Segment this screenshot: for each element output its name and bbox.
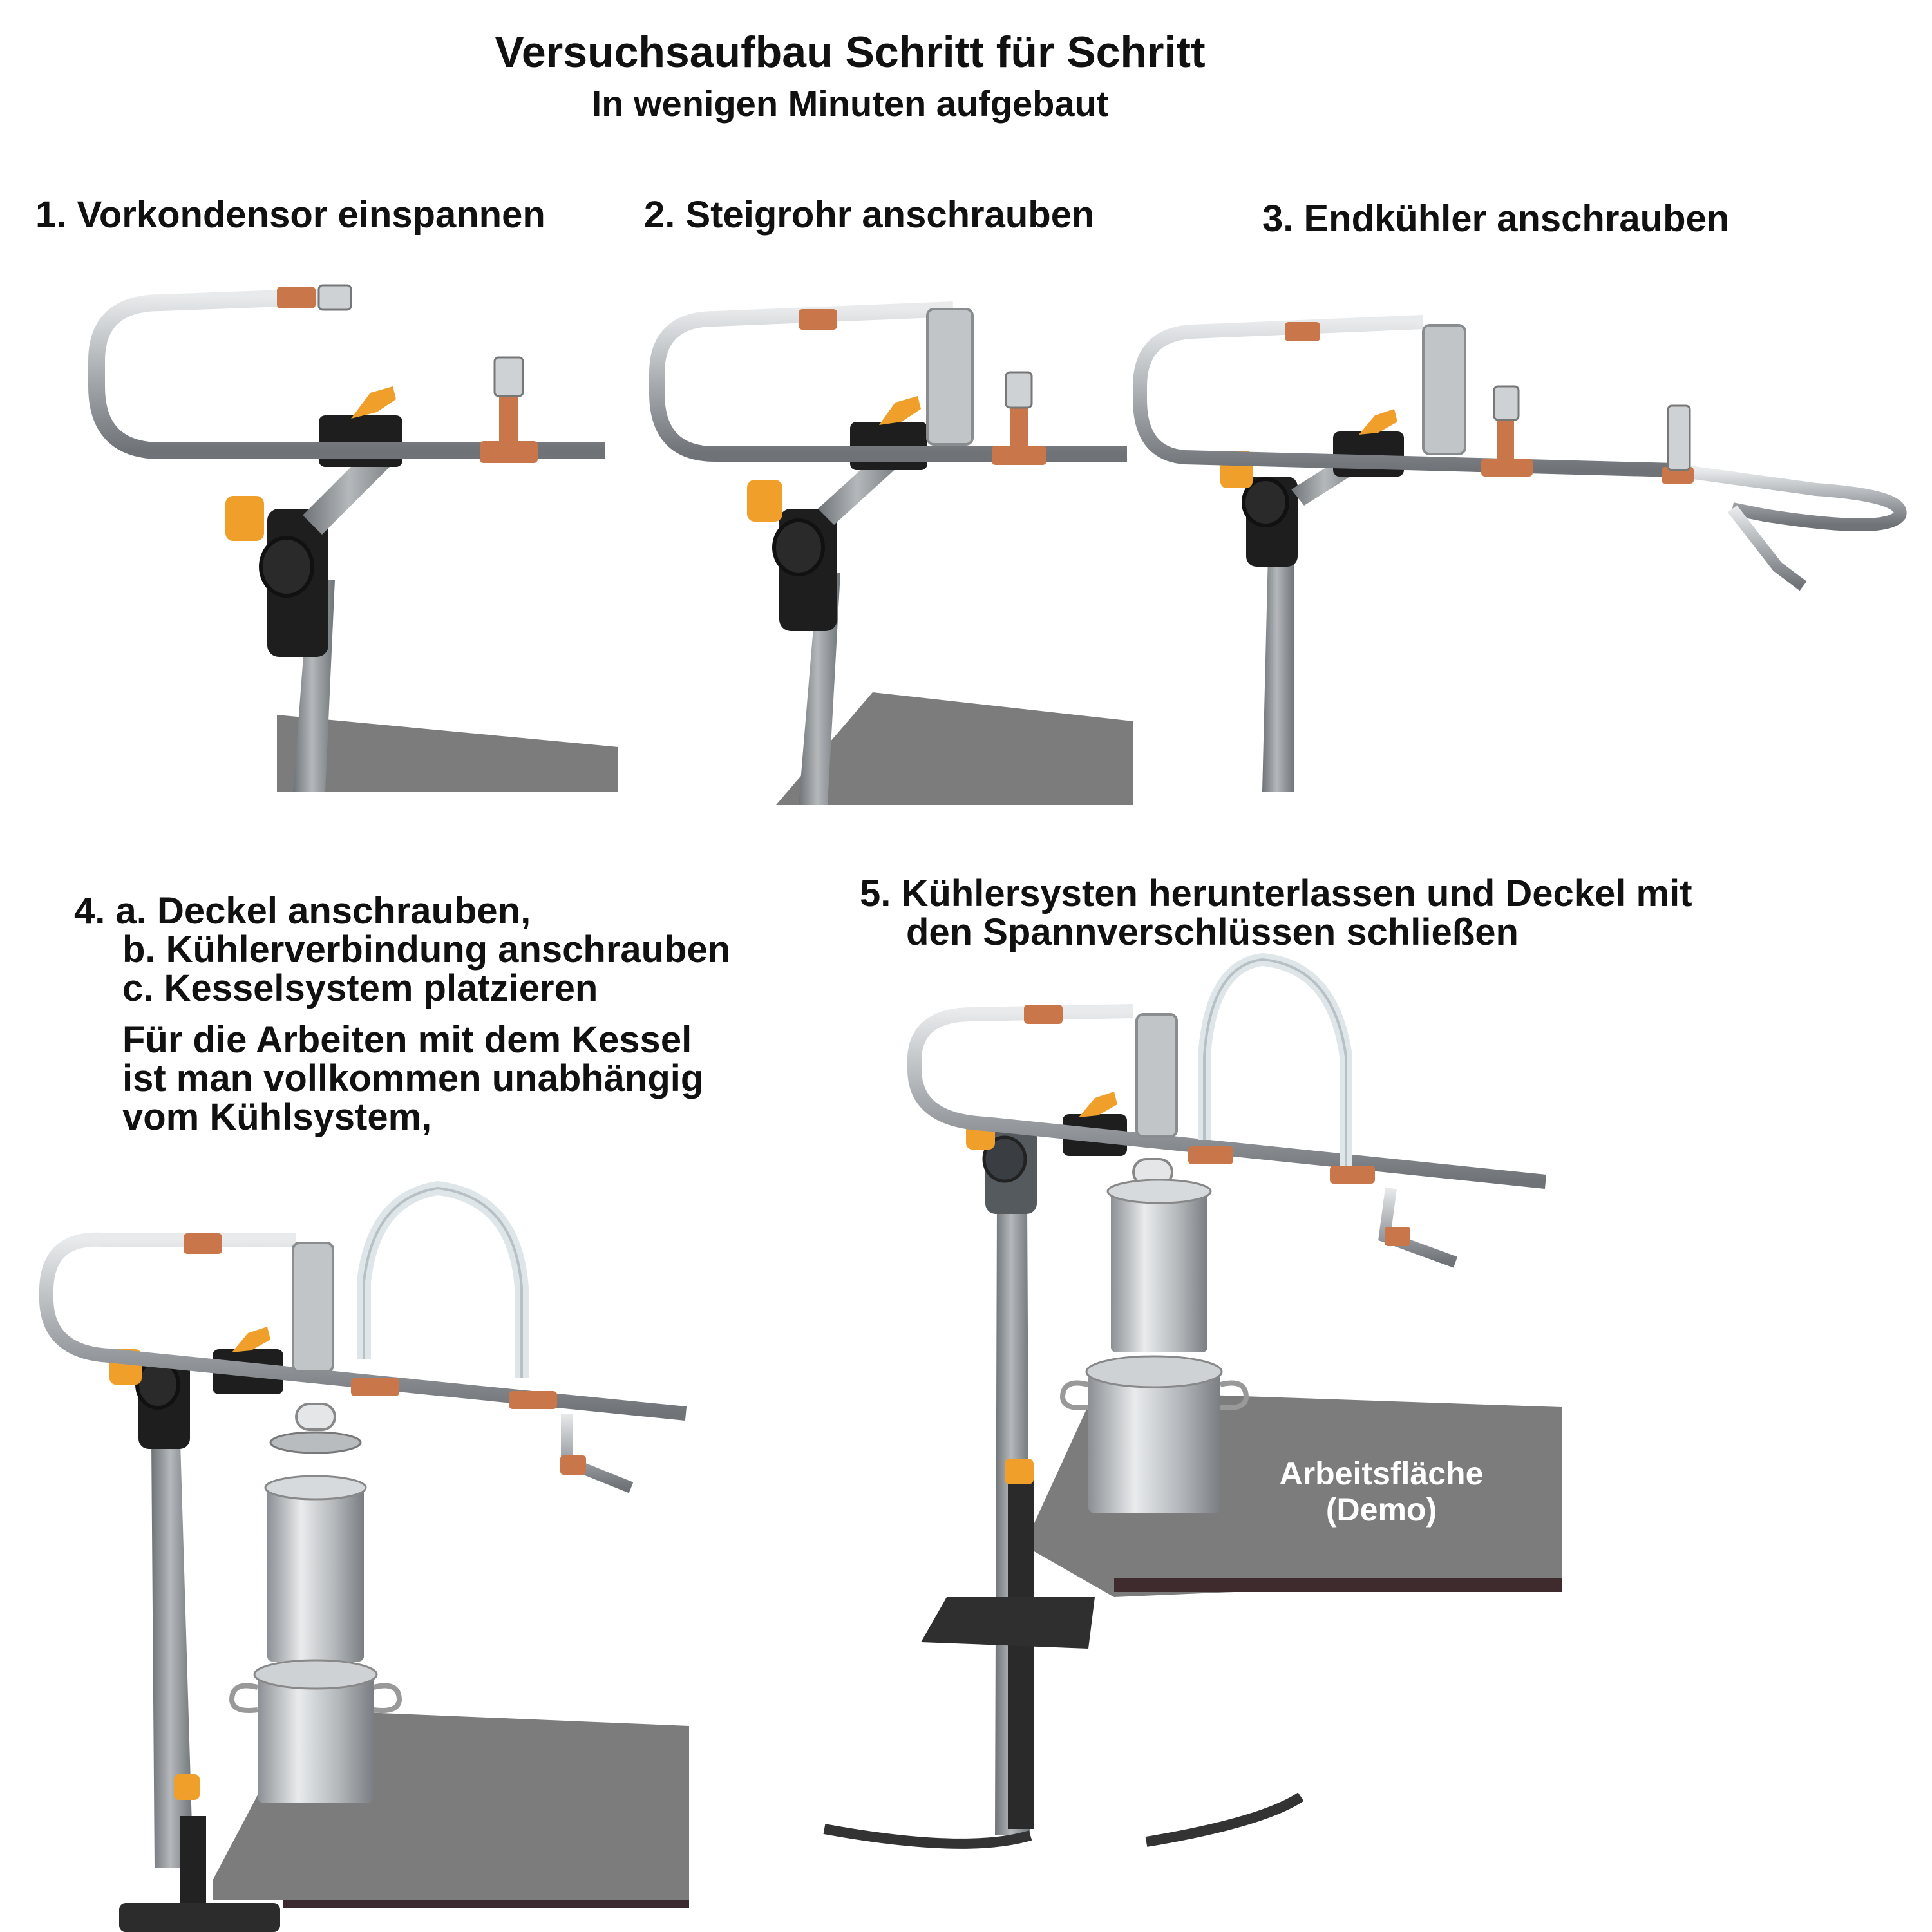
- copper-fitting: [560, 1455, 586, 1475]
- condenser-pipe: [39, 1232, 687, 1421]
- tool-tray: [921, 1597, 1095, 1649]
- quick-coupling: [493, 356, 524, 397]
- copper-tee: [480, 441, 538, 463]
- step-4-note-1: Für die Arbeiten mit dem Kessel: [122, 1019, 692, 1061]
- condenser-pipe: [1133, 315, 1675, 477]
- copper-tee: [1481, 459, 1533, 477]
- clamp-lever-icon: [747, 480, 782, 522]
- work-surface: [776, 692, 1133, 805]
- copper-tee: [1188, 1146, 1233, 1164]
- step-5-instructions: 5. Kühlersysten herunterlassen und Decke…: [860, 875, 1692, 952]
- copper-tee: [509, 1391, 557, 1409]
- clamp-lever-icon: [232, 1327, 270, 1352]
- work-surface-label: Arbeitsfläche (Demo): [1240, 1455, 1523, 1528]
- copper-fitting: [184, 1233, 222, 1254]
- clamp-lever-icon: [174, 1774, 200, 1800]
- step-4-instructions: 4. a. Deckel anschrauben, b. Kühlerverbi…: [74, 892, 730, 1137]
- work-surface-label-1: Arbeitsfläche: [1279, 1455, 1484, 1492]
- panel-2-scene: [649, 301, 1133, 805]
- end-cooler-outlet: [1378, 1187, 1458, 1268]
- quick-coupling: [1005, 371, 1033, 409]
- riser-insulated: [926, 308, 974, 446]
- quick-coupling: [1493, 385, 1520, 421]
- tool-tray: [119, 1903, 280, 1932]
- lower-pole: [180, 1816, 206, 1919]
- quick-coupling: [317, 284, 352, 311]
- lower-pole: [1008, 1468, 1034, 1829]
- kettle-handle: [1220, 1380, 1249, 1410]
- work-surface-label-2: (Demo): [1325, 1492, 1437, 1528]
- stand-leg: [823, 1824, 1032, 1849]
- table-edge: [283, 1900, 689, 1908]
- page-title: Versuchsaufbau Schritt für Schritt: [495, 28, 1206, 77]
- support-pole: [151, 1443, 193, 1868]
- clamp-lever-icon: [1005, 1459, 1034, 1484]
- condenser-pipe: [649, 301, 1127, 462]
- riser-insulated: [1422, 324, 1466, 455]
- copper-tee: [351, 1378, 399, 1396]
- copper-fitting: [1385, 1227, 1410, 1246]
- copper-tee: [992, 446, 1046, 465]
- end-cooler-outlet: [1727, 505, 1807, 591]
- clamp-lever-icon: [351, 386, 396, 419]
- clamp-lever-icon: [879, 396, 921, 425]
- step-2-label: 2. Steigrohr anschrauben: [644, 194, 1095, 236]
- clamp-lever-icon: [225, 496, 264, 541]
- panel-3-scene: [1133, 315, 1907, 792]
- column-pot: [1111, 1191, 1208, 1352]
- copper-fitting: [799, 309, 837, 330]
- condenser-pipe: [907, 1004, 1547, 1189]
- copper-fitting: [1285, 322, 1320, 341]
- copper-fitting: [277, 287, 316, 308]
- clamp-lever-icon: [1079, 1092, 1117, 1117]
- panel-5-scene: [823, 952, 1562, 1849]
- riser-insulated: [292, 1242, 334, 1373]
- work-surface: [277, 715, 618, 792]
- kettle: [258, 1674, 374, 1803]
- condenser-pipe: [88, 288, 605, 459]
- page-subtitle: In wenigen Minuten aufgebaut: [591, 83, 1109, 124]
- step-4-note-3: vom Kühlsystem,: [122, 1096, 432, 1138]
- step-5-line-1: 5. Kühlersysten herunterlassen und Decke…: [860, 873, 1692, 914]
- panel-4-scene: [39, 1180, 689, 1932]
- support-pole: [799, 573, 840, 805]
- lid-gauge: [295, 1403, 336, 1431]
- table-edge: [1114, 1578, 1562, 1592]
- step-3-label: 3. Endkühler anschrauben: [1262, 198, 1730, 240]
- copper-tee: [1330, 1166, 1375, 1184]
- kettle-handle: [1059, 1380, 1089, 1410]
- kettle-handle: [373, 1683, 402, 1713]
- panel-1-scene: [88, 284, 618, 792]
- step-1-label: 1. Vorkondensor einspannen: [35, 194, 545, 236]
- stand-leg: [1145, 1792, 1304, 1847]
- step-4-line-c: c. Kesselsystem platzieren: [122, 967, 598, 1009]
- kettle: [1088, 1372, 1220, 1513]
- kettle-handle: [229, 1683, 258, 1713]
- step-4-line-b: b. Kühlerverbindung anschrauben: [122, 929, 731, 971]
- column-pot: [267, 1488, 364, 1662]
- clamp-lever-icon: [1359, 409, 1397, 435]
- copper-fitting: [1024, 1005, 1063, 1024]
- step-4-line-a: 4. a. Deckel anschrauben,: [74, 890, 531, 932]
- riser-insulated: [1135, 1013, 1178, 1138]
- step-5-line-2: den Spannverschlüssen schließen: [906, 911, 1519, 953]
- end-cooler-coil: [1673, 464, 1907, 531]
- step-4-note-2: ist man vollkommen unabhängig: [122, 1057, 704, 1099]
- quick-coupling: [1667, 404, 1691, 471]
- end-cooler-outlet: [561, 1414, 634, 1493]
- arm-clamp: [850, 422, 927, 470]
- kettle-lid: [269, 1431, 362, 1454]
- support-pole: [1262, 528, 1294, 792]
